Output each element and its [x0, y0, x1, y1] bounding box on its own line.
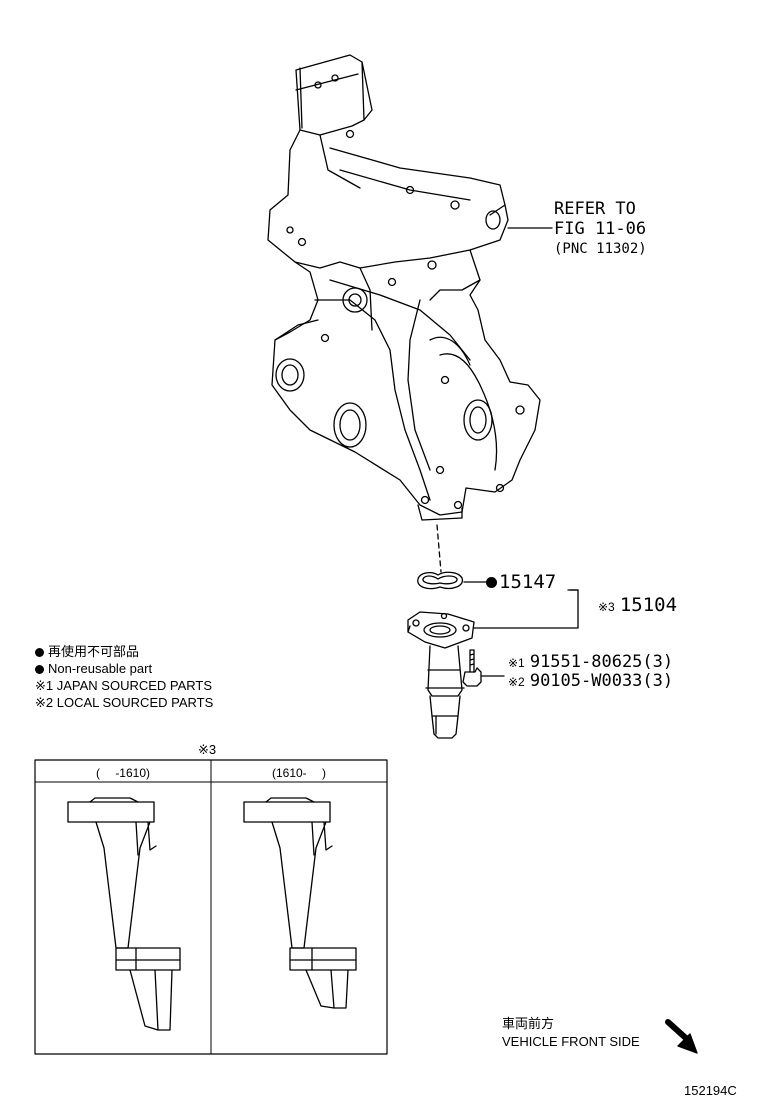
pump-part-number: 15104 — [619, 594, 678, 616]
vehicle-front-arrow-icon — [665, 1019, 698, 1054]
pump-note-mark: ※3 — [598, 600, 615, 614]
reference-line-1: REFER TO — [554, 199, 636, 219]
bolt2-part-number: 90105-W0033(3) — [529, 671, 674, 691]
reference-line-3: (PNC 11302) — [554, 241, 647, 257]
gasket-o-ring — [417, 571, 464, 590]
non-reusable-dot-icon — [35, 648, 44, 658]
bolt2-note-mark: ※2 — [508, 675, 525, 689]
variant-col2-header: (1610- ) — [271, 766, 327, 780]
gasket-part-number: 15147 — [499, 571, 557, 593]
variant-table-frame — [34, 759, 388, 1055]
bolt1-note-mark: ※1 — [508, 656, 525, 670]
assembly-center-line — [436, 524, 442, 573]
figure-id: 152194C — [684, 1083, 737, 1098]
pump-callout[interactable]: ※3 15104 — [598, 594, 677, 616]
non-reusable-dot-icon — [35, 665, 44, 675]
variant-table-title: ※3 — [198, 742, 217, 757]
gasket-callout[interactable]: 15147 — [486, 571, 556, 593]
legend-non-reusable-en-text: Non-reusable part — [48, 661, 153, 676]
vehicle-front-label-jp: 車両前方 — [502, 1016, 555, 1031]
vehicle-front-label: 車両前方 VEHICLE FRONT SIDE — [502, 1015, 640, 1051]
reference-text: REFER TO FIG 11-06 (PNC 11302) — [554, 199, 647, 259]
legend-non-reusable-jp: 再使用不可部品 — [35, 643, 213, 660]
legend-non-reusable-en: Non-reusable part — [35, 660, 213, 677]
variant-late-pump — [243, 797, 357, 1009]
bolt2-callout[interactable]: ※2 90105-W0033(3) — [508, 671, 673, 691]
bolt — [462, 649, 482, 687]
non-reusable-dot-icon — [486, 577, 497, 588]
legend-local-sourced: ※2 LOCAL SOURCED PARTS — [35, 695, 214, 710]
bolt1-callout[interactable]: ※1 91551-80625(3) — [508, 652, 673, 672]
pump-leader-line — [473, 589, 579, 629]
legend-non-reusable-jp-text: 再使用不可部品 — [48, 644, 140, 659]
reference-line-2: FIG 11-06 — [554, 219, 647, 239]
legend-japan-sourced: ※1 JAPAN SOURCED PARTS — [35, 678, 213, 693]
variant-col1-header: ( -1610) — [95, 766, 151, 780]
legend: 再使用不可部品 Non-reusable part ※1 JAPAN SOURC… — [35, 643, 213, 711]
vehicle-front-label-en: VEHICLE FRONT SIDE — [502, 1034, 640, 1049]
bolt1-part-number: 91551-80625(3) — [529, 652, 674, 672]
timing-chain-cover — [267, 54, 541, 521]
variant-early-pump — [67, 797, 181, 1031]
water-pump-assembly — [407, 611, 475, 739]
